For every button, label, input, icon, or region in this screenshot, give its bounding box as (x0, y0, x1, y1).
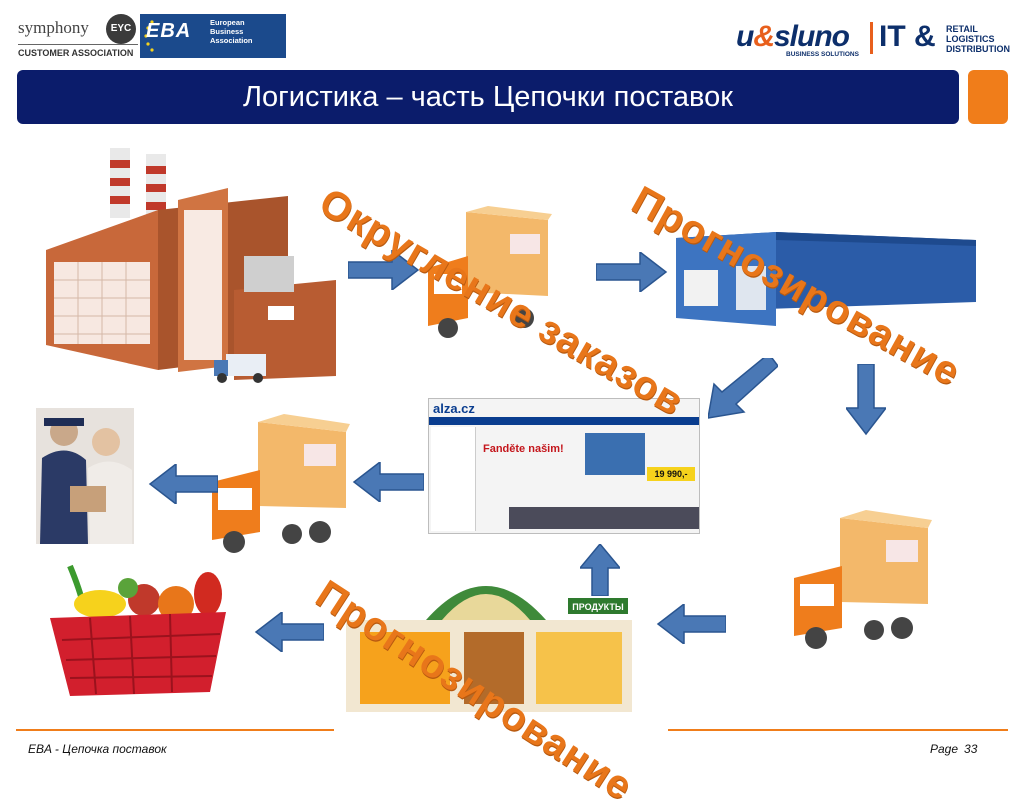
warehouse-icon (676, 232, 976, 326)
website-nav (429, 417, 699, 425)
footer-rule-left (16, 729, 334, 731)
arrow-icon (580, 544, 620, 596)
orange-accent-block (968, 70, 1008, 124)
footer-title: EBA - Цепочка поставок (28, 742, 167, 756)
logistics-text: LOGISTICS (946, 34, 995, 44)
arrow-icon (656, 604, 726, 644)
truck-icon (794, 510, 932, 649)
symphony-logo-rule (18, 44, 138, 45)
page-title: Логистика – часть Цепочки поставок (243, 81, 733, 113)
usluno-name-after: sluno (774, 20, 850, 53)
usluno-name-before: u (736, 20, 754, 53)
distribution-text: DISTRIBUTION (946, 44, 1010, 54)
website-brand: alza.cz (433, 401, 475, 416)
retail-logistics-text: RETAIL LOGISTICS DISTRIBUTION (946, 24, 1010, 54)
page-number-value: 33 (964, 742, 978, 756)
eu-stars-icon (144, 20, 154, 52)
people-icon (36, 408, 134, 544)
arrow-icon (596, 252, 668, 292)
retail-text: RETAIL (946, 24, 978, 34)
website-products-row (509, 507, 699, 529)
food-basket-icon (50, 564, 226, 696)
usluno-logo-name: u&sluno (736, 20, 850, 54)
usluno-logo: u&sluno BUSINESS SOLUTIONS IT & RETAIL L… (736, 20, 1012, 60)
eba-logo-line1: European (210, 18, 245, 27)
arrow-icon (148, 464, 218, 504)
website-promo: Fanděte našim! (483, 443, 564, 455)
eba-logo-line3: Association (210, 36, 253, 45)
symphony-logo-subtitle: CUSTOMER ASSOCIATION (18, 48, 134, 58)
website-screenshot: alza.cz Fanděte našim! 19 990,- (428, 398, 700, 534)
factory-icon (46, 148, 336, 383)
eba-logo-line2: Business (210, 27, 244, 36)
eyc-badge: EYC (106, 14, 136, 44)
arrow-icon (352, 462, 424, 502)
shop-sign: ПРОДУКТЫ (572, 602, 624, 612)
truck-icon (212, 414, 350, 553)
arrow-icon (846, 364, 886, 436)
arrow-icon (254, 612, 324, 652)
arrow-icon (348, 250, 420, 290)
it-logo-text: IT & (879, 20, 936, 53)
footer-rule-right (668, 729, 1008, 731)
arrow-icon (708, 358, 778, 419)
symphony-logo-word: symphony (18, 18, 89, 37)
symphony-logo: symphony EYC CUSTOMER ASSOCIATION (16, 10, 138, 62)
grocery-shop-icon: ПРОДУКТЫ (346, 586, 632, 712)
website-banner-image (585, 433, 645, 475)
eba-logo: EBA European Business Association (140, 14, 286, 58)
title-bar: Логистика – часть Цепочки поставок (17, 70, 959, 124)
usluno-name-amp: & (753, 20, 775, 53)
website-price: 19 990,- (647, 467, 695, 481)
eba-logo-mark: EBA (146, 20, 192, 42)
website-sidebar (431, 427, 476, 531)
page-label: Page (930, 742, 959, 756)
usluno-logo-separator (870, 22, 873, 54)
truck-icon (428, 206, 552, 338)
usluno-logo-sub: BUSINESS SOLUTIONS (786, 51, 859, 58)
page-number: Page 33 (930, 742, 977, 756)
